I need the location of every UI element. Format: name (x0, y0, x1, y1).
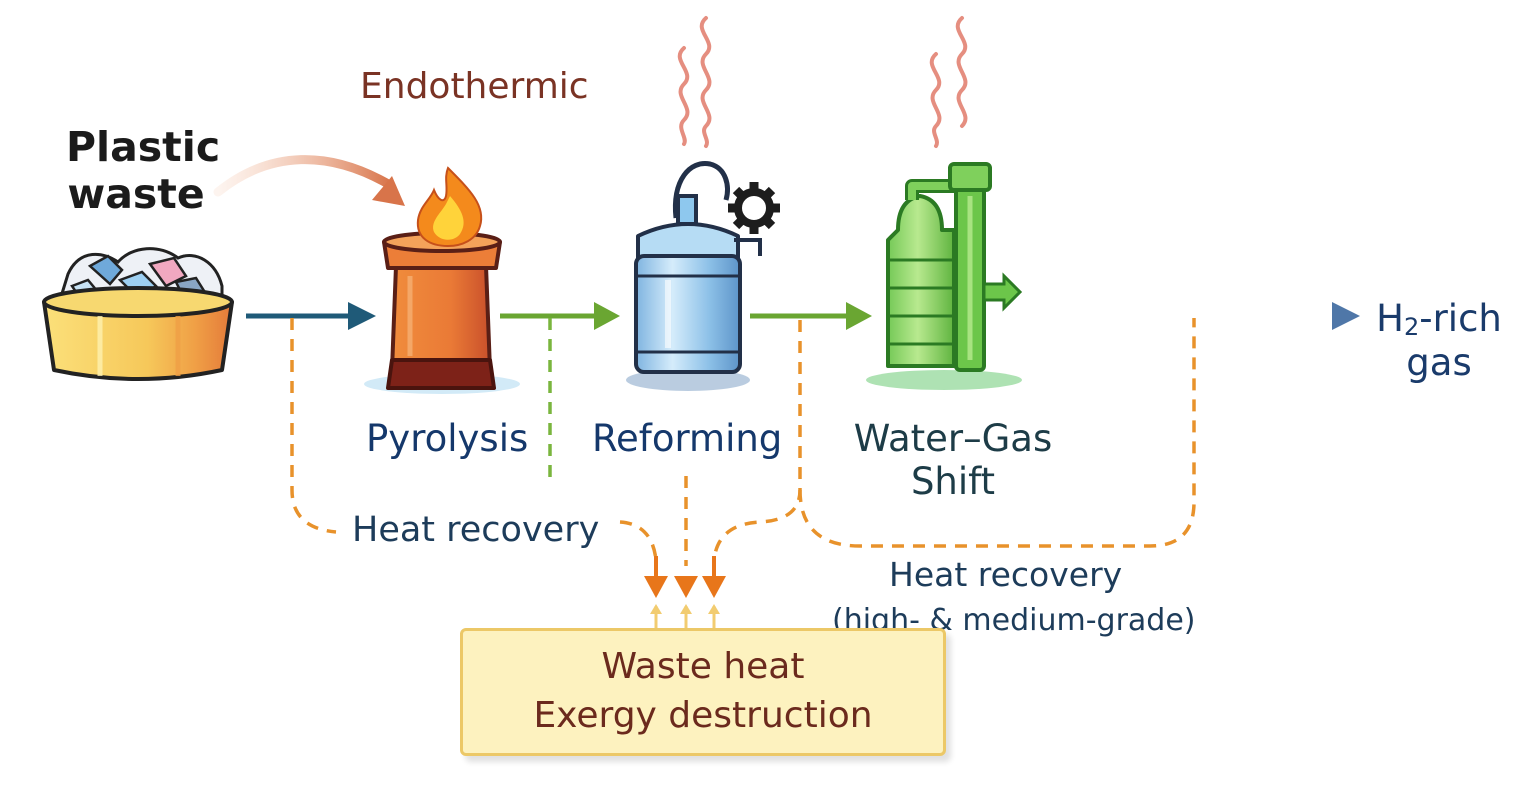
output-rest: -rich (1419, 297, 1502, 340)
output-line2: gas (1406, 340, 1472, 384)
output-label: H2-rich gas (1374, 297, 1504, 384)
reforming-vessel-icon (626, 161, 762, 391)
flame-icon (416, 166, 483, 248)
endothermic-arrow (213, 155, 405, 206)
waste-heat-arrows (644, 556, 726, 628)
water-gas-shift-label: Water–Gas Shift (846, 417, 1060, 503)
waste-heat-box: Waste heat Exergy destruction (460, 628, 946, 756)
heat-recovery-right-label: Heat recovery (889, 555, 1123, 594)
plastic-waste-bin-icon (42, 247, 234, 381)
wgs-line1: Water–Gas (853, 417, 1053, 460)
plastic-waste-line2: waste (67, 170, 205, 219)
wgs-line2: Shift (910, 459, 996, 503)
gear-icon (728, 182, 780, 234)
feed-arrow (246, 302, 376, 330)
plastic-waste-line1: Plastic (66, 123, 221, 171)
plastic-waste-label: Plastic waste (66, 123, 221, 219)
pyrolysis-label: Pyrolysis (366, 417, 529, 460)
heat-recovery-lines (290, 318, 1196, 566)
reforming-to-wgs-arrow (750, 302, 872, 330)
output-h: H (1376, 297, 1404, 340)
endothermic-label: Endothermic (360, 66, 589, 107)
output-subscript: 2 (1403, 313, 1420, 341)
heat-wave-icon (677, 16, 968, 148)
waste-heat-label: Waste heat (601, 646, 805, 688)
output-arrow (1016, 302, 1360, 330)
reforming-label: Reforming (592, 417, 783, 460)
water-gas-shift-reactor-icon (866, 162, 1023, 390)
pyrolysis-to-reforming-arrow (500, 302, 620, 486)
pyrolysis-reactor-icon (364, 231, 520, 394)
heat-recovery-left-label: Heat recovery (352, 510, 600, 550)
exergy-destruction-label: Exergy destruction (533, 695, 873, 736)
